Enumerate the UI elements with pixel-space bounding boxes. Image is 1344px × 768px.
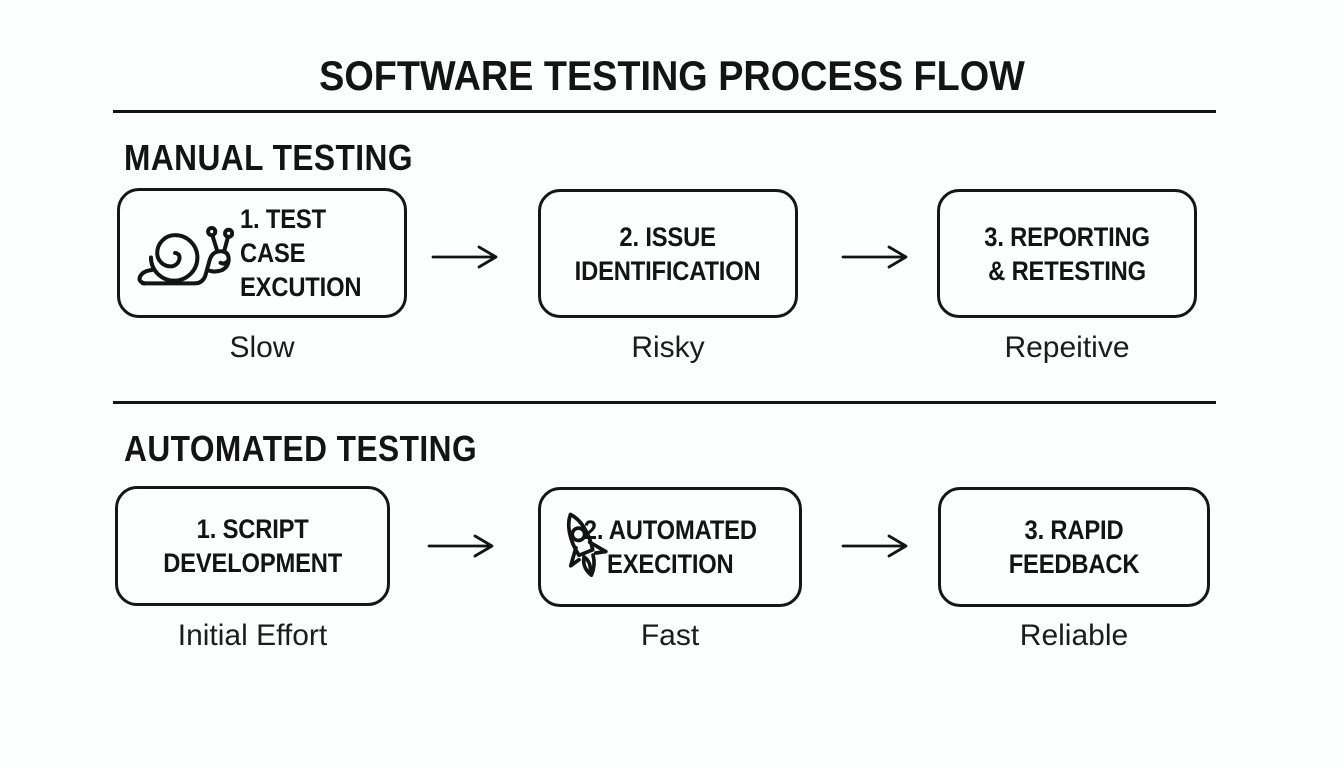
manual-step-1-line-2: EXCUTION bbox=[240, 272, 362, 302]
automated-step-3-box: 3. RAPID FEEDBACK bbox=[938, 487, 1210, 607]
manual-step-1-box: 1. TEST CASE EXCUTION bbox=[117, 188, 407, 318]
arrow-right-icon bbox=[430, 241, 502, 273]
automated-step-2-line-2: EXECITION bbox=[606, 549, 734, 579]
title-divider bbox=[113, 110, 1216, 113]
arrow-right-icon bbox=[840, 530, 912, 562]
page-title: SOFTWARE TESTING PROCESS FLOW bbox=[319, 52, 1025, 99]
manual-testing-heading: MANUAL TESTING bbox=[124, 137, 413, 178]
automated-testing-heading: AUTOMATED TESTING bbox=[124, 428, 478, 469]
manual-step-2-box: 2. ISSUE IDENTIFICATION bbox=[538, 189, 798, 318]
section-divider bbox=[113, 401, 1216, 404]
automated-step-3-label: 3. RAPID FEEDBACK bbox=[957, 513, 1191, 581]
manual-step-1-caption: Slow bbox=[229, 331, 295, 364]
manual-step-2-line-2: IDENTIFICATION bbox=[575, 255, 761, 286]
manual-step-2-caption: Risky bbox=[631, 331, 705, 364]
manual-step-3-caption: Repeitive bbox=[1004, 331, 1130, 364]
automated-step-1-box: 1. SCRIPT DEVELOPMENT bbox=[115, 486, 390, 606]
automated-step-1-line-1: 1. SCRIPT bbox=[196, 514, 309, 544]
manual-step-3-line-1: 3. REPORTING bbox=[984, 221, 1150, 252]
manual-step-2-line-1: 2. ISSUE bbox=[619, 221, 717, 252]
arrow-right-icon bbox=[840, 241, 912, 273]
arrow-right-icon bbox=[426, 530, 498, 562]
manual-step-1-label: 1. TEST CASE EXCUTION bbox=[240, 202, 384, 304]
automated-step-2-box: 2. AUTOMATED EXECITION bbox=[538, 487, 802, 607]
automated-step-2-caption: Fast bbox=[640, 619, 700, 652]
manual-step-3-line-2: & RETESTING bbox=[988, 255, 1146, 286]
manual-step-3-box: 3. REPORTING & RETESTING bbox=[937, 189, 1197, 318]
automated-step-1-caption: Initial Effort bbox=[177, 619, 328, 652]
manual-step-2-label: 2. ISSUE IDENTIFICATION bbox=[575, 220, 761, 288]
snail-icon bbox=[134, 209, 234, 297]
rocket-icon bbox=[547, 502, 621, 594]
automated-step-3-caption: Reliable bbox=[1019, 619, 1129, 652]
automated-step-1-label: 1. SCRIPT DEVELOPMENT bbox=[163, 512, 342, 580]
automated-step-2-line-1: 2. AUTOMATED bbox=[583, 515, 757, 545]
automated-step-3-line-1: 3. RAPID FEEDBACK bbox=[1008, 515, 1140, 579]
manual-step-1-line-1: 1. TEST CASE bbox=[240, 204, 326, 268]
manual-step-3-label: 3. REPORTING & RETESTING bbox=[984, 220, 1150, 288]
automated-step-1-line-2: DEVELOPMENT bbox=[163, 548, 342, 578]
automated-step-2-label: 2. AUTOMATED EXECITION bbox=[583, 513, 756, 581]
